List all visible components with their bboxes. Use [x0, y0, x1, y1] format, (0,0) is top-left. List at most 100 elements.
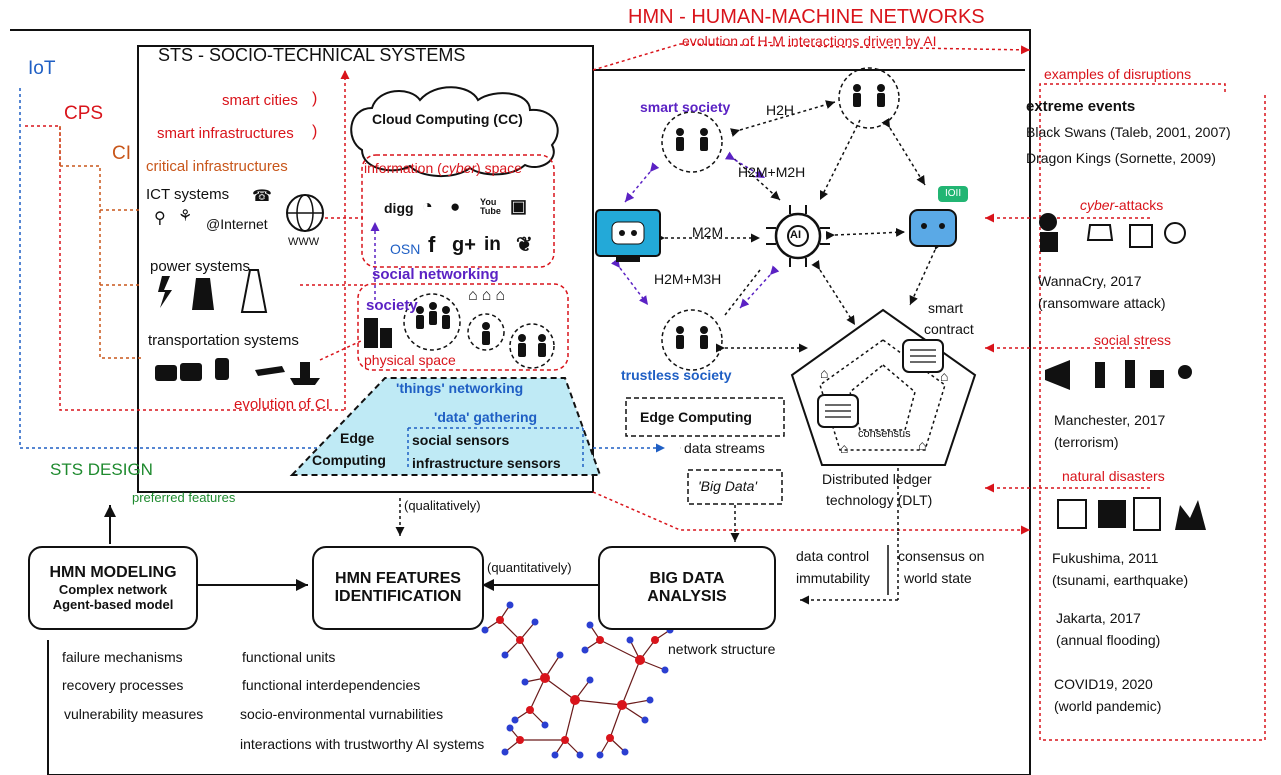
network-structure-label: network structure [668, 641, 776, 657]
social-icon-googleplus: g+ [452, 234, 476, 256]
www-globe-icon [286, 194, 324, 232]
hmn-frame [10, 29, 1031, 775]
hmn-modeling-title: HMN MODELING [49, 564, 177, 581]
ai-label: AI [790, 229, 801, 241]
big-data-title-1: BIG DATA [649, 570, 725, 587]
social-stress-label: social stress [1094, 332, 1172, 348]
computing-label: Computing [312, 452, 386, 468]
critical-infrastructures-label: critical infrastructures [146, 158, 288, 175]
internet-label: @Internet [206, 216, 268, 232]
data-control-label-1: data control [796, 548, 870, 564]
ioi-badge: IOII [945, 188, 962, 199]
cyber-space-label: information (cyber) space [364, 160, 522, 176]
ci-label: CI [112, 143, 131, 164]
people-icons [416, 84, 885, 357]
h2m-m2h-label: H2M+M2H [738, 164, 806, 180]
hmn-features-box: HMN FEATURES IDENTIFICATION [312, 546, 484, 630]
list-mid-item: interactions with trustworthy AI systems [240, 736, 485, 752]
consensus-label: consensus [858, 428, 911, 440]
big-data-title-2: ANALYSIS [647, 588, 727, 605]
cps-label: CPS [64, 103, 104, 124]
infrastructure-sensors-label: infrastructure sensors [412, 455, 561, 471]
hmn-title: HMN - HUMAN-MACHINE NETWORKS [628, 6, 985, 28]
evolution-ci-label: evolution of CI [234, 396, 330, 413]
social-sensors-label: social sensors [412, 432, 510, 448]
www-label: WWW [288, 236, 320, 248]
tsunami-label: (tsunami, earthquake) [1052, 572, 1189, 588]
social-networking-label: social networking [372, 266, 499, 283]
preferred-features-label: preferred features [132, 490, 236, 505]
wannacry-label: WannaCry, 2017 [1038, 273, 1142, 289]
antenna-icon: ⚲ [154, 210, 166, 227]
pandemic-label: (world pandemic) [1054, 698, 1162, 714]
social-icon-youtube: You Tube [480, 197, 501, 216]
building-icons: ⌂⌂⌂ [468, 287, 509, 304]
jakarta-label: Jakarta, 2017 [1056, 610, 1141, 626]
fukushima-label: Fukushima, 2011 [1052, 550, 1159, 566]
ai-brain-icon [766, 205, 830, 267]
physical-space-label: physical space [364, 352, 456, 368]
cloud-computing-label: Cloud Computing (CC) [372, 111, 523, 127]
social-icon-digg: digg [384, 200, 414, 216]
ransomware-label: (ransomware attack) [1038, 295, 1166, 311]
list-mid-item: socio-environmental vurnabilities [240, 706, 444, 722]
dlt-label-2: technology (DLT) [826, 492, 933, 508]
dlt-label-1: Distributed ledger [822, 471, 932, 487]
big-data-quote-label: 'Big Data' [698, 478, 758, 494]
smart-contract-label-2: contract [924, 321, 974, 337]
list-mid-item: functional interdependencies [242, 677, 421, 693]
data-control-label-2: immutability [796, 570, 870, 586]
dragon-kings-label: Dragon Kings (Sornette, 2009) [1026, 150, 1216, 166]
list-left-item: failure mechanisms [62, 649, 183, 665]
edge-label: Edge [340, 430, 375, 446]
examples-label: examples of disruptions [1044, 66, 1192, 82]
list-mid-item: functional units [242, 649, 336, 665]
hmn-modeling-box: HMN MODELING Complex network Agent-based… [28, 546, 198, 630]
smart-contract-label-1: smart [928, 300, 963, 316]
terrorism-label: (terrorism) [1054, 434, 1119, 450]
power-systems-label: power systems [150, 258, 251, 275]
social-icon-rss: ◔ [422, 196, 433, 216]
society-label: society [366, 297, 418, 314]
edge-computing-label: Edge Computing [640, 409, 752, 425]
agent-based-label: Agent-based model [52, 597, 174, 612]
satellite-icon: ⚘ [178, 208, 193, 225]
features-title-1: HMN FEATURES [335, 570, 461, 587]
evolution-label: evolution of H-M interactions driven by … [682, 33, 937, 49]
smart-cities-label: smart cities [222, 92, 298, 109]
sts-frame [137, 45, 594, 493]
natural-disasters-label: natural disasters [1062, 468, 1165, 484]
bank-icons: ⌂ [820, 365, 829, 381]
list-left-item: recovery processes [62, 677, 184, 693]
consensus-on-label-2: world state [904, 570, 972, 586]
black-swans-label: Black Swans (Taleb, 2001, 2007) [1026, 124, 1231, 140]
things-networking-label: 'things' networking [396, 380, 524, 396]
qualitatively-label: (qualitatively) [404, 498, 481, 513]
edge-computing-shape [289, 377, 602, 476]
iot-label: IoT [28, 58, 56, 79]
list-left-item: vulnerability measures [64, 706, 204, 722]
big-data-analysis-box: BIG DATA ANALYSIS [598, 546, 776, 630]
data-gathering-label: 'data' gathering [434, 409, 538, 425]
robot-monitor-icon [595, 209, 661, 262]
flooding-label: (annual flooding) [1056, 632, 1161, 648]
social-icon-twitter: ❦ [516, 234, 533, 256]
osn-label: OSN [390, 241, 421, 257]
features-title-2: IDENTIFICATION [334, 588, 462, 605]
transportation-systems-label: transportation systems [148, 332, 299, 349]
social-icon-instagram: ▣ [510, 196, 528, 216]
smart-society-label: smart society [640, 99, 731, 115]
cloud-shape [350, 86, 559, 178]
m2m-label: M2M [692, 224, 724, 240]
network-nodes [481, 601, 674, 759]
data-streams-label: data streams [684, 440, 765, 456]
manchester-label: Manchester, 2017 [1054, 412, 1166, 428]
complex-network-label: Complex network [58, 582, 168, 597]
h2h-label: H2H [766, 102, 795, 118]
sts-title: STS - SOCIO-TECHNICAL SYSTEMS [158, 45, 466, 65]
quantitatively-label: (quantitatively) [487, 560, 572, 575]
sts-design-label: STS DESIGN [50, 460, 153, 479]
robot-icon [909, 186, 968, 247]
cyber-attacks-label: cyber-attacks [1080, 197, 1164, 213]
